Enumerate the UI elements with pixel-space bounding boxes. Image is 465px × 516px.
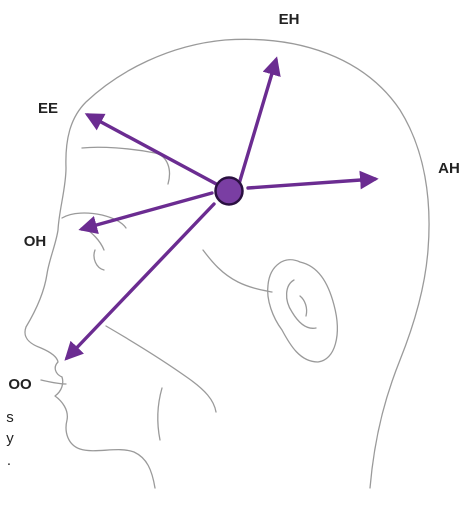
- ear-inner: [287, 280, 316, 328]
- label-ee: EE: [38, 100, 58, 117]
- head-outline: [25, 39, 429, 488]
- arrow-eh: [236, 60, 276, 194]
- label-ah: AH: [438, 160, 460, 177]
- ear-outline: [268, 260, 338, 362]
- label-oo: OO: [8, 376, 32, 393]
- cheekbone-line: [203, 250, 272, 292]
- caption-fragment-1: s: [6, 409, 14, 426]
- caption-fragment-3: .: [7, 452, 11, 469]
- resonance-center-dot: [216, 178, 243, 205]
- arrow-oh: [82, 193, 212, 229]
- caption-fragment-2: y: [6, 430, 14, 447]
- arrow-ah: [248, 179, 375, 188]
- direction-arrows: [67, 60, 375, 358]
- label-eh: EH: [279, 11, 300, 28]
- label-oh: OH: [24, 233, 47, 250]
- head-profile-illustration: [25, 39, 429, 488]
- jaw-line: [106, 326, 216, 412]
- arrow-ee: [88, 115, 220, 186]
